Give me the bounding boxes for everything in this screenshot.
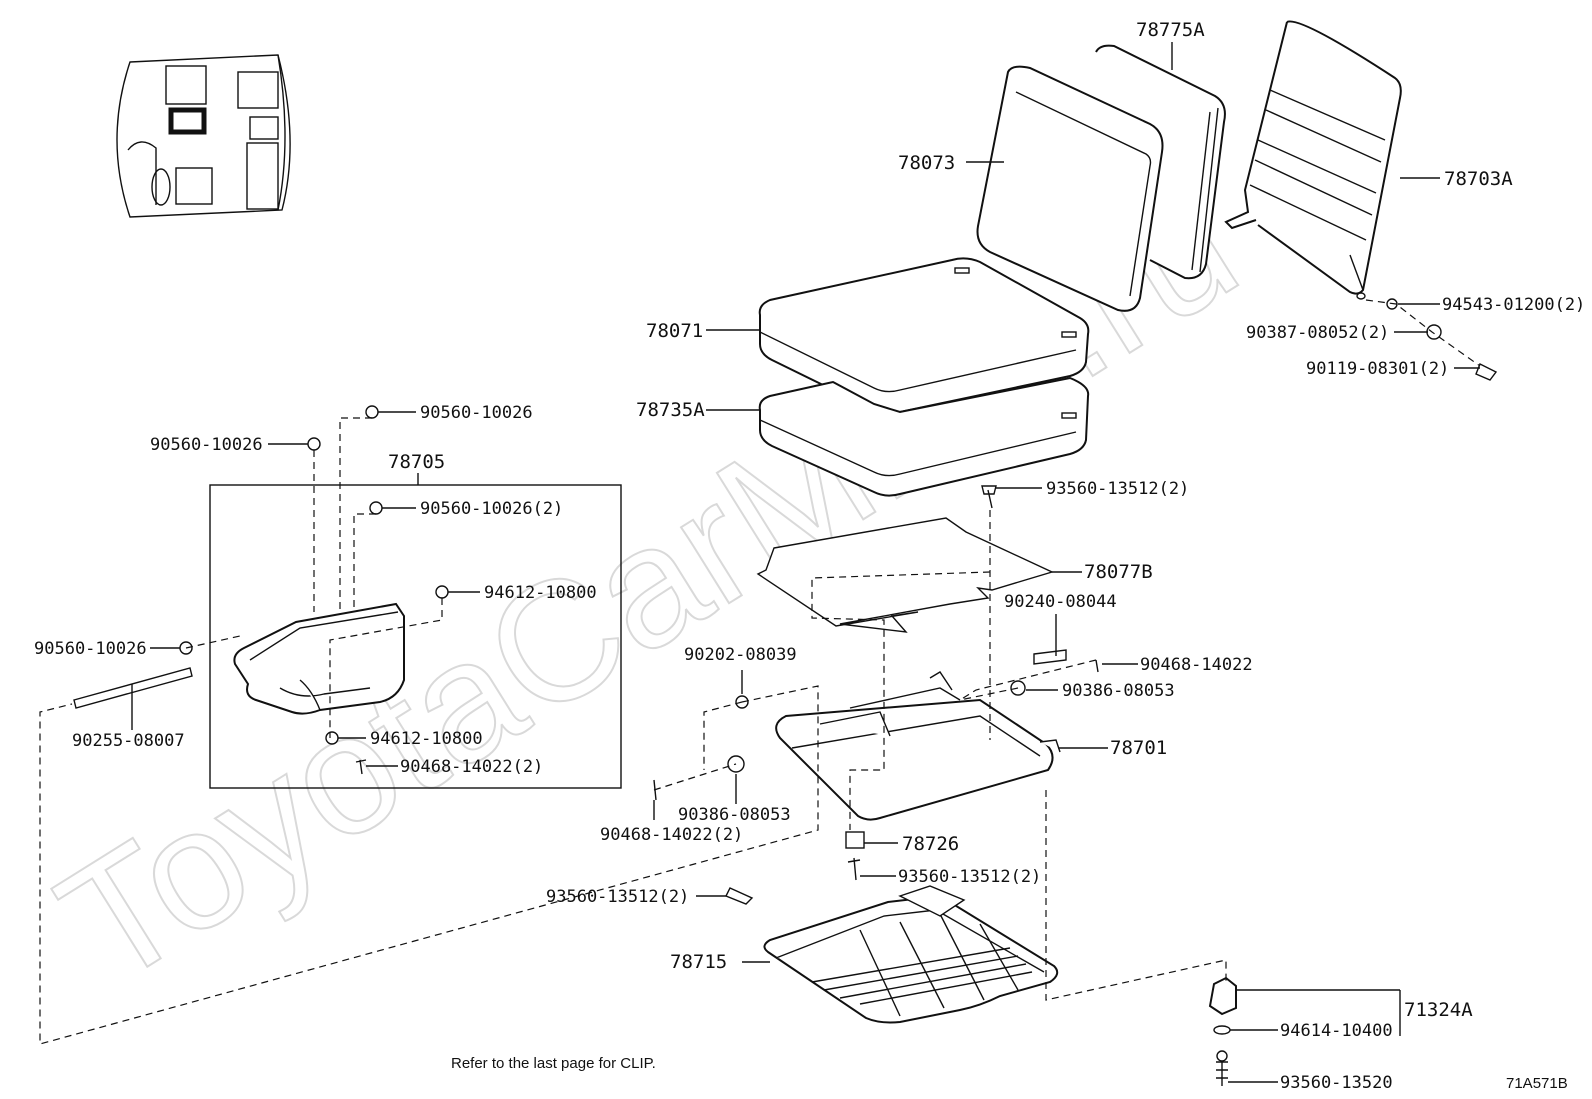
- seat-frame-78701: [775, 671, 1061, 821]
- label-90202-08039[interactable]: 90202-08039: [684, 645, 797, 665]
- label-90468-14022-right[interactable]: 90468-14022: [1140, 655, 1253, 675]
- label-90386-08053-right[interactable]: 90386-08053: [1062, 681, 1175, 701]
- label-78701[interactable]: 78701: [1110, 737, 1167, 759]
- lower-tray-78715: [763, 885, 1059, 1024]
- label-90468-14022-box[interactable]: 90468-14022(2): [400, 757, 543, 777]
- label-94614-10400[interactable]: 94614-10400: [1280, 1021, 1393, 1041]
- label-90240-08044[interactable]: 90240-08044: [1004, 592, 1117, 612]
- label-78735a[interactable]: 78735A: [636, 399, 705, 421]
- label-78726[interactable]: 78726: [902, 833, 959, 855]
- label-90119-08301[interactable]: 90119-08301(2): [1306, 359, 1449, 379]
- back-cushion-78073: [976, 65, 1164, 312]
- label-94612-10800-top[interactable]: 94612-10800: [484, 583, 597, 603]
- seat-back-frame-78703a: [1224, 20, 1402, 300]
- seat-pad-78735a: [758, 376, 1090, 497]
- label-78715[interactable]: 78715: [670, 951, 727, 973]
- label-78071[interactable]: 78071: [646, 320, 703, 342]
- label-90560-10026-top[interactable]: 90560-10026: [420, 403, 533, 423]
- seat-cushion-78071: [758, 257, 1090, 415]
- label-94543-01200[interactable]: 94543-01200(2): [1442, 295, 1585, 315]
- label-71324a[interactable]: 71324A: [1404, 999, 1473, 1021]
- vehicle-location-inset: [116, 54, 291, 218]
- label-93560-13520[interactable]: 93560-13520: [1280, 1073, 1393, 1093]
- label-93560-13512-mid[interactable]: 93560-13512(2): [898, 867, 1041, 887]
- hardware-parts: [73, 298, 1498, 905]
- label-93560-13512-left[interactable]: 93560-13512(2): [546, 887, 689, 907]
- label-78077b[interactable]: 78077B: [1084, 561, 1153, 583]
- label-90468-14022-left[interactable]: 90468-14022(2): [600, 825, 743, 845]
- label-90255-08007[interactable]: 90255-08007: [72, 731, 185, 751]
- label-78073[interactable]: 78073: [898, 152, 955, 174]
- diagram-code: 71A571B: [1506, 1075, 1568, 1092]
- label-78705[interactable]: 78705: [388, 451, 445, 473]
- label-94612-10800-bottom[interactable]: 94612-10800: [370, 729, 483, 749]
- label-93560-13512-top[interactable]: 93560-13512(2): [1046, 479, 1189, 499]
- label-78703a[interactable]: 78703A: [1444, 168, 1513, 190]
- label-90387-08052[interactable]: 90387-08052(2): [1246, 323, 1389, 343]
- part-labels: 78775A 78073 78703A 94543-01200(2) 90387…: [34, 19, 1585, 1093]
- leader-lines: [131, 42, 1480, 1083]
- label-78775a[interactable]: 78775A: [1136, 19, 1205, 41]
- assembly-lines: [39, 299, 1481, 1045]
- label-90560-10026-left[interactable]: 90560-10026: [34, 639, 147, 659]
- label-90386-08053-left[interactable]: 90386-08053: [678, 805, 791, 825]
- label-90560-10026-left-top[interactable]: 90560-10026: [150, 435, 263, 455]
- clip-group-71324a: [1208, 976, 1237, 1086]
- cover-assembly-box-78705: [209, 473, 622, 789]
- footer-note: Refer to the last page for CLIP.: [451, 1055, 656, 1072]
- label-90560-10026-2[interactable]: 90560-10026(2): [420, 499, 563, 519]
